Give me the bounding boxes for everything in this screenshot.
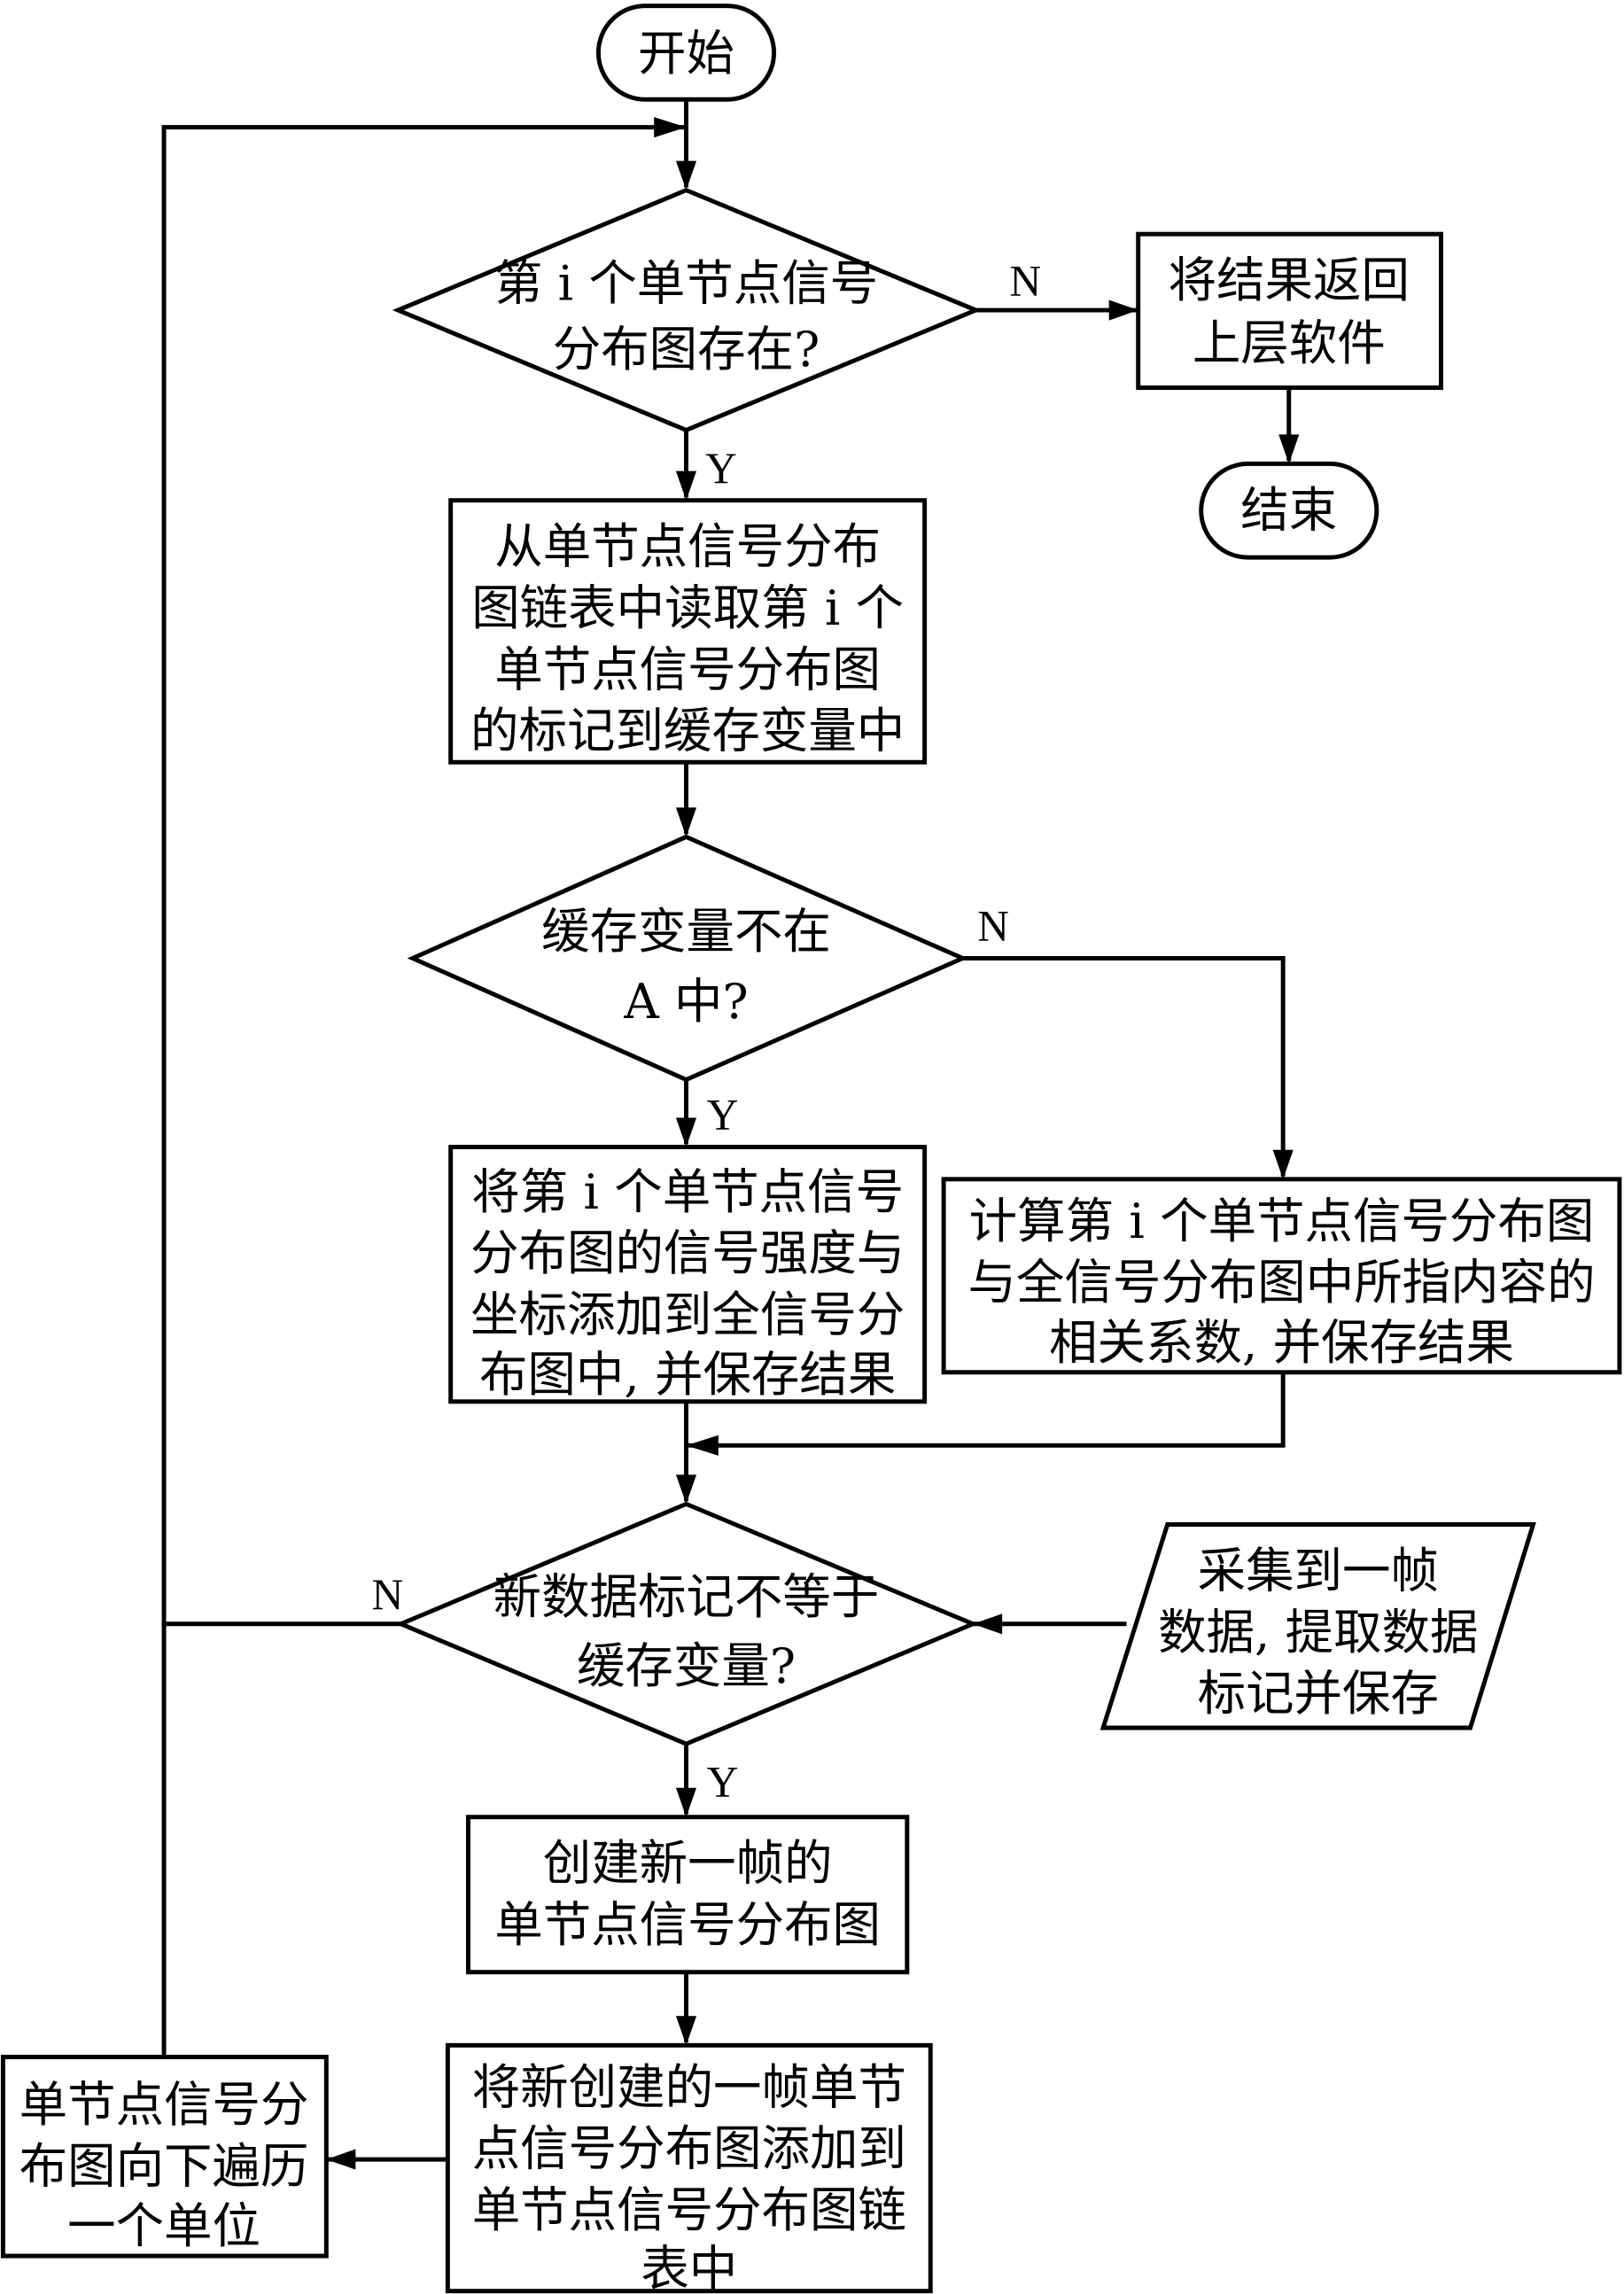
traverse-down-box xyxy=(0,2055,329,2259)
arrowhead xyxy=(1278,434,1300,464)
add-line4: 布图中, 并保存结果 xyxy=(479,1346,896,1403)
decision1-line2: 分布图存在? xyxy=(553,321,820,377)
arrowhead xyxy=(675,1474,697,1505)
end-terminal xyxy=(1199,461,1379,560)
calc-line3: 相关系数, 并保存结果 xyxy=(1049,1314,1514,1371)
add-line1: 将第 i 个单节点信号 xyxy=(471,1163,904,1220)
read-line3: 单节点信号分布图 xyxy=(494,641,881,697)
add-line2: 分布图的信号强度与 xyxy=(470,1225,905,1281)
edge-loop-back xyxy=(161,125,687,2057)
edge-d2-no xyxy=(962,956,1286,1177)
arrowhead xyxy=(675,160,697,191)
append-to-list-box xyxy=(445,2042,933,2294)
input-line1: 采集到一帧 xyxy=(1198,1542,1439,1598)
create-line2: 单节点信号分布图 xyxy=(494,1896,881,1953)
traverse-line2: 布图向下遍历 xyxy=(19,2138,309,2195)
decision3-line1: 新数据标记不等于 xyxy=(493,1568,880,1625)
input-line2: 数据, 提取数据 xyxy=(1158,1604,1478,1660)
end-label: 结束 xyxy=(1240,481,1337,538)
calc-correlation-box xyxy=(941,1177,1622,1375)
arrowhead xyxy=(675,807,697,837)
append-line3: 单节点信号分布图链 xyxy=(472,2181,906,2238)
arrowhead xyxy=(675,1117,697,1147)
append-line2: 点信号分布图添加到 xyxy=(472,2120,906,2177)
append-line4: 表中 xyxy=(641,2240,737,2294)
d1-no-label: N xyxy=(1009,257,1041,306)
d3-yes-label: Y xyxy=(707,1758,739,1807)
start-label: 开始 xyxy=(638,25,734,82)
arrowhead xyxy=(326,2149,356,2170)
read-marker-box xyxy=(448,498,928,765)
arrowhead xyxy=(973,1614,1003,1635)
input-frame-data xyxy=(1100,1522,1536,1730)
calc-line1: 计算第 i 个单节点信号分布图 xyxy=(969,1193,1595,1249)
decision3-line2: 缓存变量? xyxy=(577,1637,796,1694)
decision2-line1: 缓存变量不在 xyxy=(541,903,831,960)
arrowhead xyxy=(675,470,697,501)
input-line3: 标记并保存 xyxy=(1198,1665,1439,1722)
create-new-frame-box xyxy=(466,1815,910,1975)
traverse-line3: 一个单位 xyxy=(67,2197,260,2254)
d2-yes-label: Y xyxy=(707,1091,739,1139)
arrowhead xyxy=(1272,1149,1294,1179)
arrowhead xyxy=(675,1787,697,1817)
edge-calc-merge xyxy=(686,1372,1286,1448)
arrowhead xyxy=(675,2016,697,2046)
d3-no-label: N xyxy=(372,1570,404,1619)
traverse-line1: 单节点信号分 xyxy=(19,2076,309,2133)
return-line1: 将结果返回 xyxy=(1169,252,1410,308)
create-line1: 创建新一帧的 xyxy=(543,1835,833,1892)
read-line2: 图链表中读取第 i 个 xyxy=(471,579,904,636)
d1-yes-label: Y xyxy=(705,444,737,493)
arrowhead xyxy=(1108,299,1138,321)
add-line3: 坐标添加到全信号分 xyxy=(470,1287,905,1343)
read-line4: 的标记到缓存变量中 xyxy=(470,703,905,759)
arrowhead xyxy=(686,1435,719,1456)
decision1-line1: 第 i 个单节点信号 xyxy=(494,254,878,311)
append-line1: 将新创建的一帧单节 xyxy=(472,2058,906,2115)
calc-line2: 与全信号分布图中所指内容的 xyxy=(967,1254,1595,1310)
return-line2: 上层软件 xyxy=(1193,315,1386,371)
read-line1: 从单节点信号分布 xyxy=(494,518,881,575)
arrowhead xyxy=(654,117,687,138)
d2-no-label: N xyxy=(977,902,1009,951)
decision2-line2: A 中? xyxy=(623,973,748,1030)
